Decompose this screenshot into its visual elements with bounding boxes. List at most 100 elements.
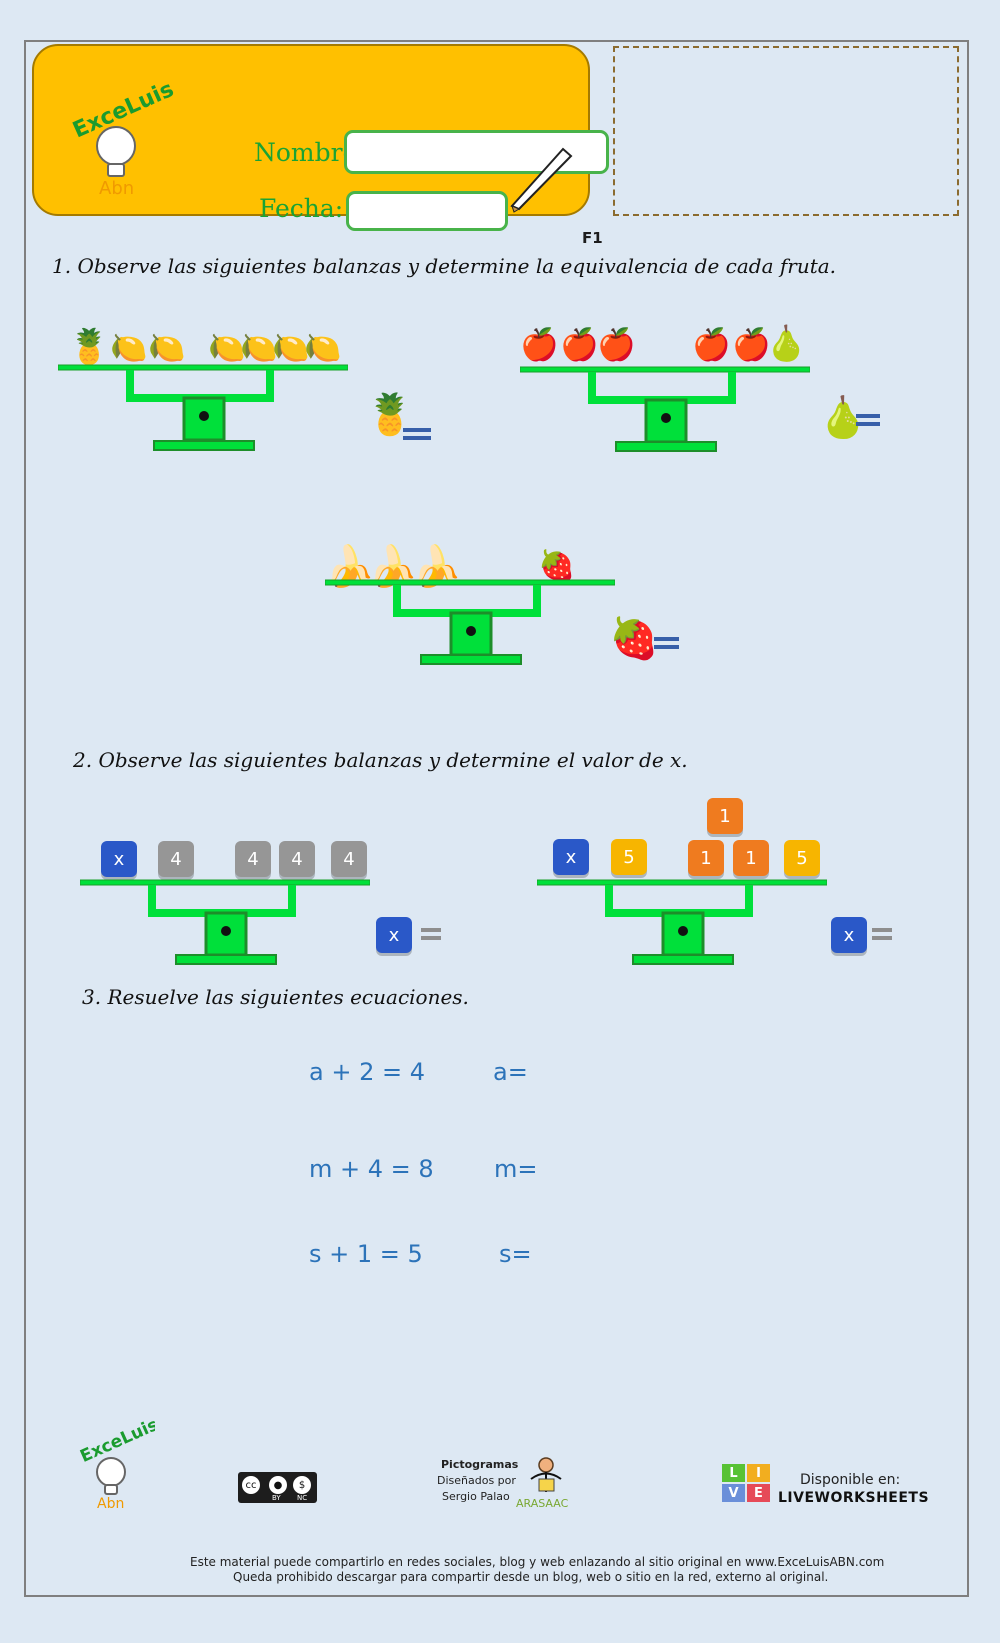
balance-pivot: [678, 926, 688, 936]
x-equals: [421, 928, 441, 940]
available-label: Disponible en:: [800, 1472, 901, 1488]
fruit-balance-1: 🍍 🍋 🍋 🍋 🍋 🍋 🍋: [58, 327, 348, 451]
lemon-icon: 🍋: [272, 331, 309, 366]
pear-equals: [856, 414, 880, 426]
nc-label: NC: [297, 1494, 308, 1502]
strawberry-equivalence-icon: 🍓: [609, 616, 659, 662]
live-letter-l: L: [722, 1464, 745, 1482]
live-letter-e: E: [747, 1484, 770, 1502]
answer-x-block: x: [831, 917, 867, 953]
live-letter-v: V: [722, 1484, 745, 1502]
balance-pivot: [661, 413, 671, 423]
lemon-icon: 🍋: [240, 331, 277, 366]
balance-pivot: [221, 926, 231, 936]
creative-commons-license: cc ● $ BY NC: [238, 1472, 317, 1503]
number-block: 4: [158, 841, 194, 877]
x-equals: [872, 928, 892, 940]
pineapple-icon: 🍍: [68, 327, 110, 367]
balance-plate: [80, 879, 370, 886]
footer-note-2: Queda prohibido descargar para compartir…: [233, 1570, 829, 1584]
arasaac-label: ARASAAC: [516, 1497, 569, 1510]
apple-icon: 🍎: [597, 325, 636, 363]
number-block: 1: [688, 840, 724, 876]
lemon-icon: 🍋: [110, 331, 147, 366]
strawberry-equals: [654, 637, 679, 649]
arasaac-logo: ARASAAC: [516, 1457, 569, 1510]
header-card: ExceLuis Abn Nombre: Fecha: F1: [32, 44, 609, 247]
lemon-icon: 🍋: [148, 331, 185, 366]
fruit-balance-2: 🍎 🍎 🍎 🍎 🍎 🍐: [520, 324, 810, 452]
pictograms-designed-by: Diseñados por: [437, 1474, 516, 1487]
balance-arms: [605, 885, 753, 917]
apple-icon: 🍎: [560, 325, 599, 363]
balance-pivot: [199, 411, 209, 421]
answer-label-s: s=: [499, 1240, 532, 1268]
apple-icon: 🍎: [732, 325, 771, 363]
liveworksheets-label: LIVEWORKSHEETS: [778, 1490, 930, 1506]
number-balance-2: [537, 879, 827, 965]
balance-base: [632, 954, 734, 965]
worksheet-page: [24, 40, 969, 1597]
bulb-base: [104, 1484, 118, 1495]
balance-plate: [58, 364, 348, 371]
answer-label-a: a=: [493, 1058, 528, 1086]
balance-base: [175, 954, 277, 965]
number-balance-1: [80, 879, 370, 965]
sign-icon: [538, 1478, 555, 1492]
pineapple-equals: [403, 428, 431, 440]
balance-arms: [588, 372, 736, 404]
number-block: 5: [611, 839, 647, 875]
footer-excel-luis-logo: ExceLuis Abn: [77, 1420, 155, 1512]
number-block: 4: [235, 841, 271, 877]
pictograms-author: Sergio Palao: [442, 1490, 510, 1503]
balance-base: [153, 440, 255, 451]
dashed-answer-area: [613, 46, 959, 216]
date-input[interactable]: [346, 191, 508, 231]
lightbulb-icon: [96, 1457, 126, 1487]
footer-note-1: Este material puede compartirlo en redes…: [190, 1555, 885, 1569]
question-2: 2. Observe las siguientes balanzas y det…: [73, 748, 688, 772]
pencil-icon: [510, 147, 573, 213]
x-block: x: [101, 841, 137, 877]
balance-base: [420, 654, 522, 665]
x-block: x: [553, 839, 589, 875]
pictograms-title: Pictogramas: [441, 1458, 519, 1471]
by-label: BY: [272, 1494, 281, 1502]
number-block: 4: [279, 841, 315, 877]
fruit-balance-3: 🍌 🍌 🍌 🍓: [325, 543, 615, 665]
lightbulb-icon: [96, 126, 136, 166]
cc-icon: cc: [242, 1476, 260, 1494]
live-logo: L I V E: [722, 1464, 770, 1502]
equation-1: a + 2 = 4: [309, 1058, 425, 1086]
strawberry-icon: 🍓: [538, 548, 575, 584]
equation-3: s + 1 = 5: [309, 1240, 423, 1268]
excel-luis-logo: ExceLuis Abn: [69, 77, 176, 199]
logo-sub: Abn: [99, 178, 134, 199]
balance-arms: [148, 885, 296, 917]
balance-plate: [325, 579, 615, 586]
number-block: 5: [784, 840, 820, 876]
question-3: 3. Resuelve las siguientes ecuaciones.: [82, 985, 469, 1009]
balance-pivot: [466, 626, 476, 636]
question-1: 1. Observe las siguientes balanzas y det…: [52, 254, 837, 278]
equation-2: m + 4 = 8: [309, 1155, 434, 1183]
balance-arms: [126, 370, 274, 402]
live-letter-i: I: [747, 1464, 770, 1482]
number-block: 4: [331, 841, 367, 877]
lemon-icon: 🍋: [304, 331, 341, 366]
apple-icon: 🍎: [692, 325, 731, 363]
worksheet-code: F1: [582, 229, 603, 247]
logo-sub: Abn: [97, 1496, 124, 1512]
balance-base: [615, 441, 717, 452]
noncommercial-icon: $: [293, 1476, 311, 1494]
number-block: 1: [707, 798, 743, 834]
number-block: 1: [733, 840, 769, 876]
balance-plate: [537, 879, 827, 886]
apple-icon: 🍎: [520, 325, 559, 363]
balance-plate: [520, 366, 810, 373]
date-label: Fecha:: [259, 194, 344, 223]
bulb-base: [107, 163, 125, 177]
answer-x-block: x: [376, 917, 412, 953]
person-icon: [538, 1457, 554, 1473]
pear-icon: 🍐: [765, 324, 807, 364]
